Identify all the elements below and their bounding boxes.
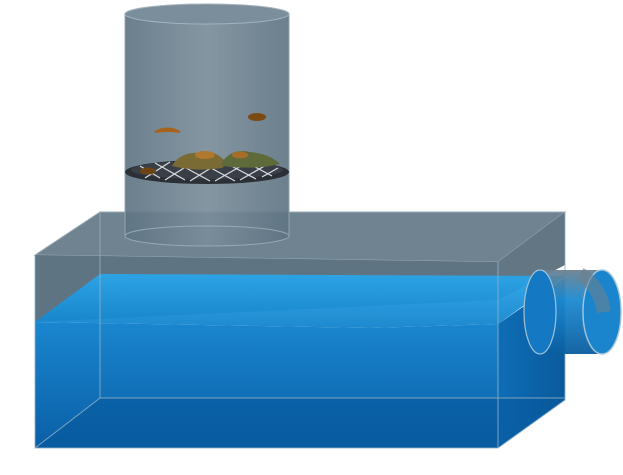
pipe-inner-ring [523,269,557,355]
water-surface [35,274,565,328]
cylinder-top-rim [124,3,290,25]
residue-fleck-2 [154,127,181,133]
residue-fleck-1 [248,113,266,121]
tank-top-face [33,211,567,263]
tank-bottom-band [35,398,565,448]
filter-cylinder [124,3,290,247]
water-tank [33,211,567,449]
outlet-pipe [523,267,622,355]
cylinder-body [125,14,289,246]
residue-fleck-3 [140,167,156,175]
solid-residue [140,113,280,175]
